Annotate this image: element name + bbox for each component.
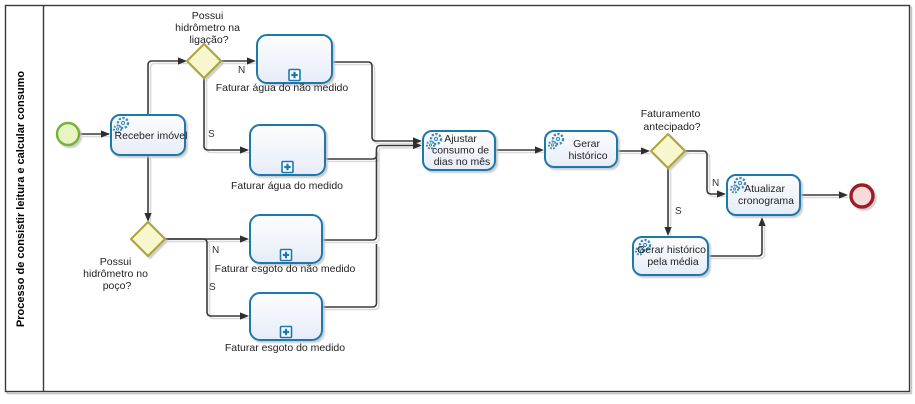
flow-label-poco-n: N (212, 245, 219, 256)
flow-label-faturamento-s: S (675, 206, 682, 217)
flow-label-faturamento-n: N (712, 178, 719, 189)
label-faturar-esgoto-medido: Faturar esgoto do medido (225, 342, 345, 354)
start-event[interactable] (55, 121, 81, 147)
task-label-ajustar-consumo: Ajustar consumo de dias no mês (432, 133, 492, 168)
task-label-receber-imovel: Receber imóvel (115, 130, 188, 142)
subprocess-plus-icon (279, 325, 293, 339)
flow-label-ligacao-s: S (208, 129, 215, 140)
subprocess-plus-icon (280, 160, 295, 174)
flow-label-ligacao-n: N (238, 65, 245, 76)
subprocess-faturar-agua-nao-medido[interactable] (256, 34, 333, 84)
end-event[interactable] (849, 183, 875, 209)
gateway-label-faturamento: Faturamento antecipado? (641, 108, 703, 133)
subprocess-plus-icon (279, 248, 293, 262)
label-faturar-esgoto-nao-medido: Faturar esgoto do não medido (215, 263, 356, 275)
subprocess-faturar-esgoto-nao-medido[interactable] (249, 214, 323, 264)
gateway-label-poco: Possui hidrômetro no poço? (83, 256, 151, 292)
gateway-possui-hidrometro-poco[interactable] (130, 221, 166, 257)
label-faturar-agua-nao-medido: Faturar água do não medido (216, 82, 349, 94)
task-gerar-historico-media[interactable] (632, 236, 709, 276)
subprocess-plus-icon (287, 68, 302, 82)
gateway-possui-hidrometro-ligacao[interactable] (186, 43, 222, 79)
label-faturar-agua-medido: Faturar água do medido (231, 180, 343, 192)
task-receber-imovel[interactable] (110, 114, 186, 156)
pool-title: Processo de consistir leitura e calcular… (15, 71, 27, 327)
gateway-faturamento-antecipado[interactable] (650, 133, 686, 169)
task-label-gerar-historico: Gerar histórico (568, 138, 607, 162)
task-label-atualizar-cronograma: Atualizar cronograma (738, 183, 794, 207)
gateway-label-ligacao: Possui hidrômetro na ligação? (175, 10, 243, 46)
subprocess-faturar-agua-medido[interactable] (249, 124, 326, 176)
task-label-gerar-historico-media: Gerar histórico pela média (637, 244, 709, 268)
subprocess-faturar-esgoto-medido[interactable] (249, 292, 323, 341)
flow-label-poco-s: S (209, 282, 216, 293)
